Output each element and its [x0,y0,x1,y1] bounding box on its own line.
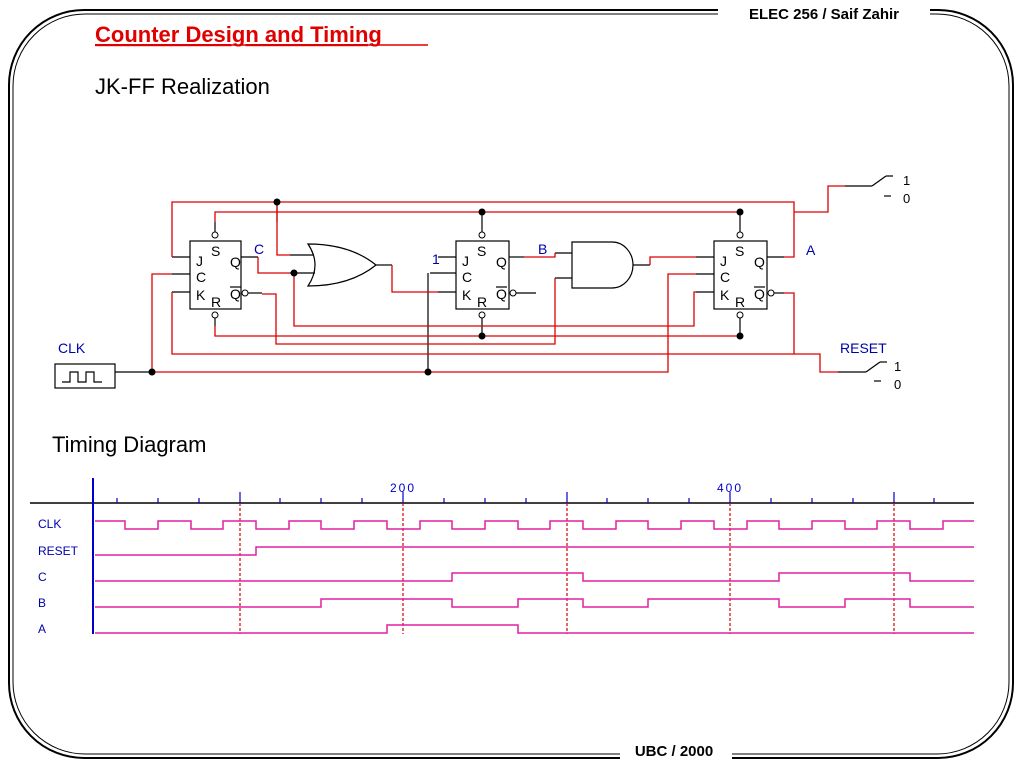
svg-text:Q: Q [230,254,241,270]
wires [151,185,845,373]
svg-text:C: C [196,269,206,285]
and-gate [555,241,650,289]
reset-label: RESET [840,340,887,356]
slide-frame [8,3,1014,763]
axis-ticks [116,492,935,503]
output-label-a: A [806,242,816,258]
clock-source-box [54,363,116,389]
signal-label-reset: RESET [38,544,79,558]
course-header: ELEC 256 / Saif Zahir [749,6,899,23]
flipflop-a: S J C K Q Q R [696,222,784,326]
output-label-c: C [254,241,264,257]
svg-text:K: K [462,287,472,303]
svg-text:K: K [720,287,730,303]
svg-text:C: C [462,269,472,285]
svg-text:J: J [720,253,727,269]
svg-text:Q: Q [754,254,765,270]
svg-text:R: R [211,294,221,310]
waveform-reset [95,546,974,556]
flipflop-b: S J C K Q Q R [430,222,536,326]
waveform-b [95,598,974,608]
slide-title: Counter Design and Timing [95,22,382,47]
timing-diagram: 200 400 CLK RESET C B A [30,478,974,636]
svg-text:C: C [720,269,730,285]
svg-text:R: R [477,294,487,310]
sample-markers [239,503,895,634]
svg-text:0: 0 [894,377,901,392]
svg-text:Q: Q [230,286,241,302]
svg-text:J: J [462,253,469,269]
tick-label-400: 400 [717,481,743,495]
svg-text:S: S [211,243,220,259]
constant-one-label: 1 [432,251,440,267]
output-label-b: B [538,241,547,257]
waveform-c [95,572,974,582]
subtitle: JK-FF Realization [95,74,270,99]
svg-text:0: 0 [903,191,910,206]
clock-symbol [62,371,102,383]
svg-text:Q: Q [754,286,765,302]
junction-dots [148,198,744,376]
svg-text:1: 1 [903,173,910,188]
svg-text:1: 1 [894,359,901,374]
switch-top: 1 0 [845,173,910,206]
svg-text:K: K [196,287,206,303]
signal-label-a: A [38,622,46,636]
svg-text:R: R [735,294,745,310]
tick-label-200: 200 [390,481,416,495]
switch-reset: 1 0 [838,359,901,392]
svg-text:Q: Q [496,254,507,270]
timing-title: Timing Diagram [52,432,206,457]
waveform-clk [95,520,974,530]
svg-text:J: J [196,253,203,269]
circuit-diagram: CLK RESET S J C K Q Q R S [54,173,910,392]
or-gate [290,243,392,287]
signal-label-clk: CLK [38,517,61,531]
svg-text:S: S [735,243,744,259]
clk-label: CLK [58,340,86,356]
signal-label-b: B [38,596,46,610]
svg-text:S: S [477,243,486,259]
svg-text:Q: Q [496,286,507,302]
footer-text: UBC / 2000 [635,743,713,760]
signal-label-c: C [38,570,47,584]
flipflop-c: S J C K Q Q R [172,222,262,326]
waveform-a [95,624,974,634]
